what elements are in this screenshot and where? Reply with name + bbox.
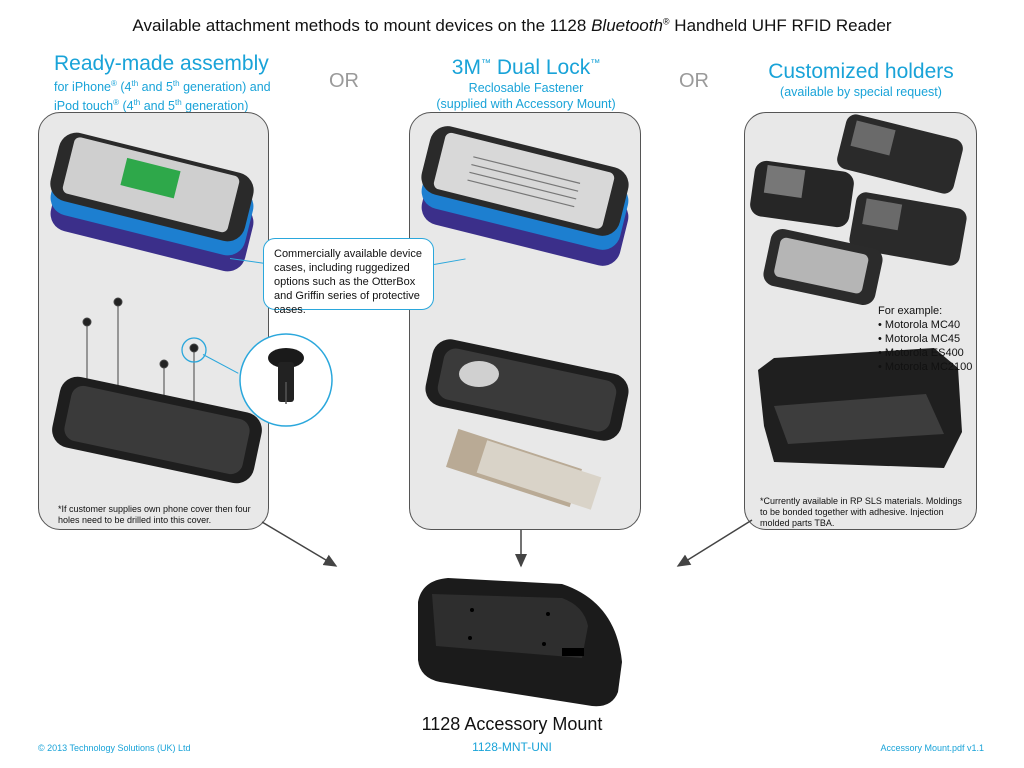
phone-cover-dual-lock-illustration <box>425 339 629 441</box>
custom-holder-cradle-illustration <box>758 348 962 468</box>
left-heading-block: Ready-made assembly for iPhone® (4th and… <box>54 52 284 114</box>
right-heading: Customized holders <box>768 60 954 83</box>
left-sub-1: for iPhone® (4th and 5th generation) and <box>54 79 271 95</box>
product-name: 1128 Accessory Mount <box>421 714 603 734</box>
arrow-right <box>676 519 753 567</box>
copyright-footer: © 2013 Technology Solutions (UK) Ltd <box>38 743 191 753</box>
screw-highlight-circle <box>181 337 207 363</box>
example-item: Motorola MC40 <box>878 318 972 332</box>
right-note: *Currently available in RP SLS materials… <box>760 496 962 528</box>
arrow-left <box>261 521 338 567</box>
part-number: 1128-MNT-UNI <box>472 740 552 754</box>
left-heading: Ready-made assembly <box>54 52 269 75</box>
examples-list: For example: Motorola MC40 Motorola MC45… <box>878 304 972 374</box>
dual-lock-fastener-strip <box>446 428 602 510</box>
example-item: Motorola ES400 <box>878 346 972 360</box>
or-separator-2: OR <box>679 70 709 92</box>
middle-panel-illustration <box>421 126 629 510</box>
right-sub: (available by special request) <box>780 85 942 99</box>
middle-heading-block: 3M™ Dual Lock™ Reclosable Fastener (supp… <box>410 52 642 112</box>
accessory-mount-illustration <box>418 578 622 707</box>
or-separator-1: OR <box>329 70 359 92</box>
middle-sub-1: Reclosable Fastener <box>468 81 584 95</box>
stacked-phone-cases-illustration <box>50 132 254 272</box>
left-panel-illustration <box>50 132 262 484</box>
example-item: Motorola MC45 <box>878 332 972 346</box>
left-note: *If customer supplies own phone cover th… <box>58 504 251 525</box>
right-heading-block: Customized holders (available by special… <box>745 60 977 100</box>
example-item: Motorola MC2100 <box>878 360 972 374</box>
phone-cover-illustration <box>52 376 262 484</box>
device-cases-callout: Commercially available device cases, inc… <box>263 238 434 316</box>
page-title: Available attachment methods to mount de… <box>132 16 892 35</box>
middle-heading: 3M™ Dual Lock™ <box>451 56 601 79</box>
middle-sub-2: (supplied with Accessory Mount) <box>436 97 616 111</box>
stacked-phone-cases-dual-lock-illustration <box>421 126 629 266</box>
left-sub-2: iPod touch® (4th and 5th generation) <box>54 98 249 114</box>
examples-title: For example: <box>878 305 943 317</box>
screw-detail-magnified <box>239 333 333 427</box>
motorola-device-holders-illustration <box>750 114 967 305</box>
right-panel-illustration <box>750 114 967 468</box>
file-version-footer: Accessory Mount.pdf v1.1 <box>880 743 984 753</box>
